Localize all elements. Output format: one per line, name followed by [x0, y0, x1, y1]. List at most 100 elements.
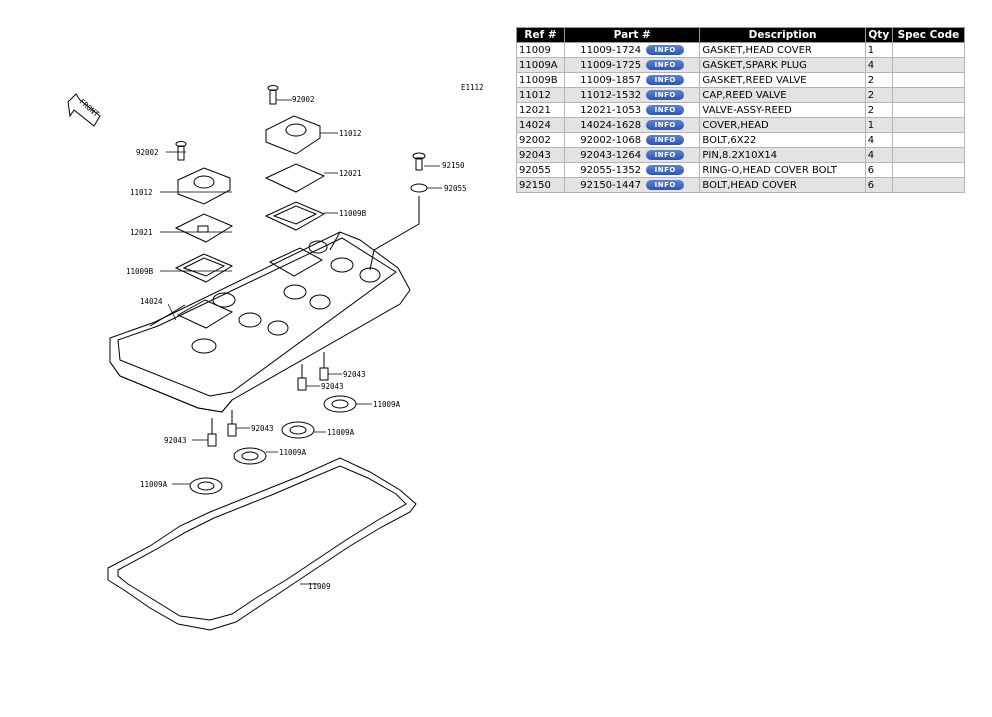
spec-cell: [891, 72, 966, 88]
spec-cell: [891, 132, 966, 148]
ref-cell: 92002: [515, 132, 566, 148]
callout-label: 11009: [308, 582, 331, 591]
description-cell: RING-O,HEAD COVER BOLT: [699, 162, 866, 178]
spec-cell: [891, 147, 966, 163]
head-cover-gasket-drawing: [107, 457, 417, 631]
qty-cell: 2: [864, 102, 893, 118]
callout-label: 12021: [130, 228, 153, 237]
part-number: 92043-1264: [580, 149, 642, 161]
table-row: 11009 11009-1724 INFO GASKET,HEAD COVER 1: [515, 42, 966, 58]
description-cell: CAP,REED VALVE: [699, 87, 866, 103]
info-button[interactable]: INFO: [646, 164, 685, 175]
table-row: 14024 14024-1628 INFO COVER,HEAD 1: [515, 117, 966, 133]
part-number: 11009-1857: [580, 74, 642, 86]
front-arrow-icon: [67, 93, 101, 127]
qty-cell: 2: [864, 87, 893, 103]
qty-cell: 1: [864, 117, 893, 133]
header-spec-code: Spec Code: [891, 27, 966, 43]
callout-label: 11009B: [339, 209, 367, 218]
ref-cell: 14024: [515, 117, 566, 133]
info-button[interactable]: INFO: [646, 119, 685, 130]
head-cover-drawing: [109, 231, 411, 413]
part-cell: 92150-1447 INFO: [564, 177, 701, 193]
ref-cell: 92055: [515, 162, 566, 178]
part-cell: 12021-1053 INFO: [564, 102, 701, 118]
description-cell: GASKET,REED VALVE: [699, 72, 866, 88]
spec-cell: [891, 177, 966, 193]
callout-label: 11009B: [126, 267, 154, 276]
leader-lines: [160, 99, 442, 585]
callout-label: 11012: [130, 188, 153, 197]
qty-cell: 4: [864, 132, 893, 148]
callout-label: 92002: [136, 148, 159, 157]
spec-cell: [891, 102, 966, 118]
info-button[interactable]: INFO: [646, 179, 685, 190]
header-ref: Ref #: [515, 27, 566, 43]
ref-cell: 11009: [515, 42, 566, 58]
ref-cell: 11009A: [515, 57, 566, 73]
description-cell: VALVE-ASSY-REED: [699, 102, 866, 118]
header-part: Part #: [564, 27, 701, 43]
description-cell: GASKET,HEAD COVER: [699, 42, 866, 58]
description-cell: PIN,8.2X10X14: [699, 147, 866, 163]
callout-label: 11009A: [373, 400, 401, 409]
callout-label: 92043: [321, 382, 344, 391]
part-number: 11009-1725: [580, 59, 642, 71]
diagram-code: E1112: [461, 83, 484, 92]
qty-cell: 6: [864, 162, 893, 178]
callout-label: 92002: [292, 95, 315, 104]
part-cell: 11012-1532 INFO: [564, 87, 701, 103]
callout-label: 11009A: [140, 480, 168, 489]
info-button[interactable]: INFO: [646, 149, 685, 160]
description-cell: BOLT,6X22: [699, 132, 866, 148]
spec-cell: [891, 162, 966, 178]
parts-diagram: E1112 FRONT 92002 92002 11012 11012 1202…: [67, 83, 484, 631]
info-button[interactable]: INFO: [646, 89, 685, 100]
spec-cell: [891, 87, 966, 103]
table-header-row: Ref # Part # Description Qty Spec Code: [515, 27, 966, 43]
part-cell: 11009-1724 INFO: [564, 42, 701, 58]
description-cell: COVER,HEAD: [699, 117, 866, 133]
header-qty: Qty: [864, 27, 893, 43]
ref-cell: 92043: [515, 147, 566, 163]
info-button[interactable]: INFO: [646, 134, 685, 145]
qty-cell: 2: [864, 72, 893, 88]
header-description: Description: [699, 27, 866, 43]
qty-cell: 1: [864, 42, 893, 58]
info-button[interactable]: INFO: [646, 59, 685, 70]
part-number: 14024-1628: [580, 119, 642, 131]
left-parts-stack: [174, 141, 234, 283]
part-number: 11012-1532: [580, 89, 642, 101]
ref-cell: 11009B: [515, 72, 566, 88]
callout-label: 12021: [339, 169, 362, 178]
part-cell: 14024-1628 INFO: [564, 117, 701, 133]
qty-cell: 4: [864, 57, 893, 73]
info-button[interactable]: INFO: [646, 74, 685, 85]
parts-table: Ref # Part # Description Qty Spec Code 1…: [515, 27, 966, 193]
callout-label: 92043: [251, 424, 274, 433]
part-number: 11009-1724: [580, 44, 642, 56]
info-button[interactable]: INFO: [646, 44, 685, 55]
description-cell: BOLT,HEAD COVER: [699, 177, 866, 193]
spec-cell: [891, 117, 966, 133]
part-cell: 11009-1857 INFO: [564, 72, 701, 88]
ref-cell: 11012: [515, 87, 566, 103]
ref-cell: 92150: [515, 177, 566, 193]
callout-label: 11012: [339, 129, 362, 138]
callout-label: 92150: [442, 161, 465, 170]
info-button[interactable]: INFO: [646, 104, 685, 115]
callout-label: 92055: [444, 184, 467, 193]
part-number: 92150-1447: [580, 179, 642, 191]
callout-label: 92043: [164, 436, 187, 445]
callout-label: 11009A: [279, 448, 307, 457]
diagram-labels: E1112 FRONT 92002 92002 11012 11012 1202…: [78, 83, 484, 591]
part-number: 12021-1053: [580, 104, 642, 116]
